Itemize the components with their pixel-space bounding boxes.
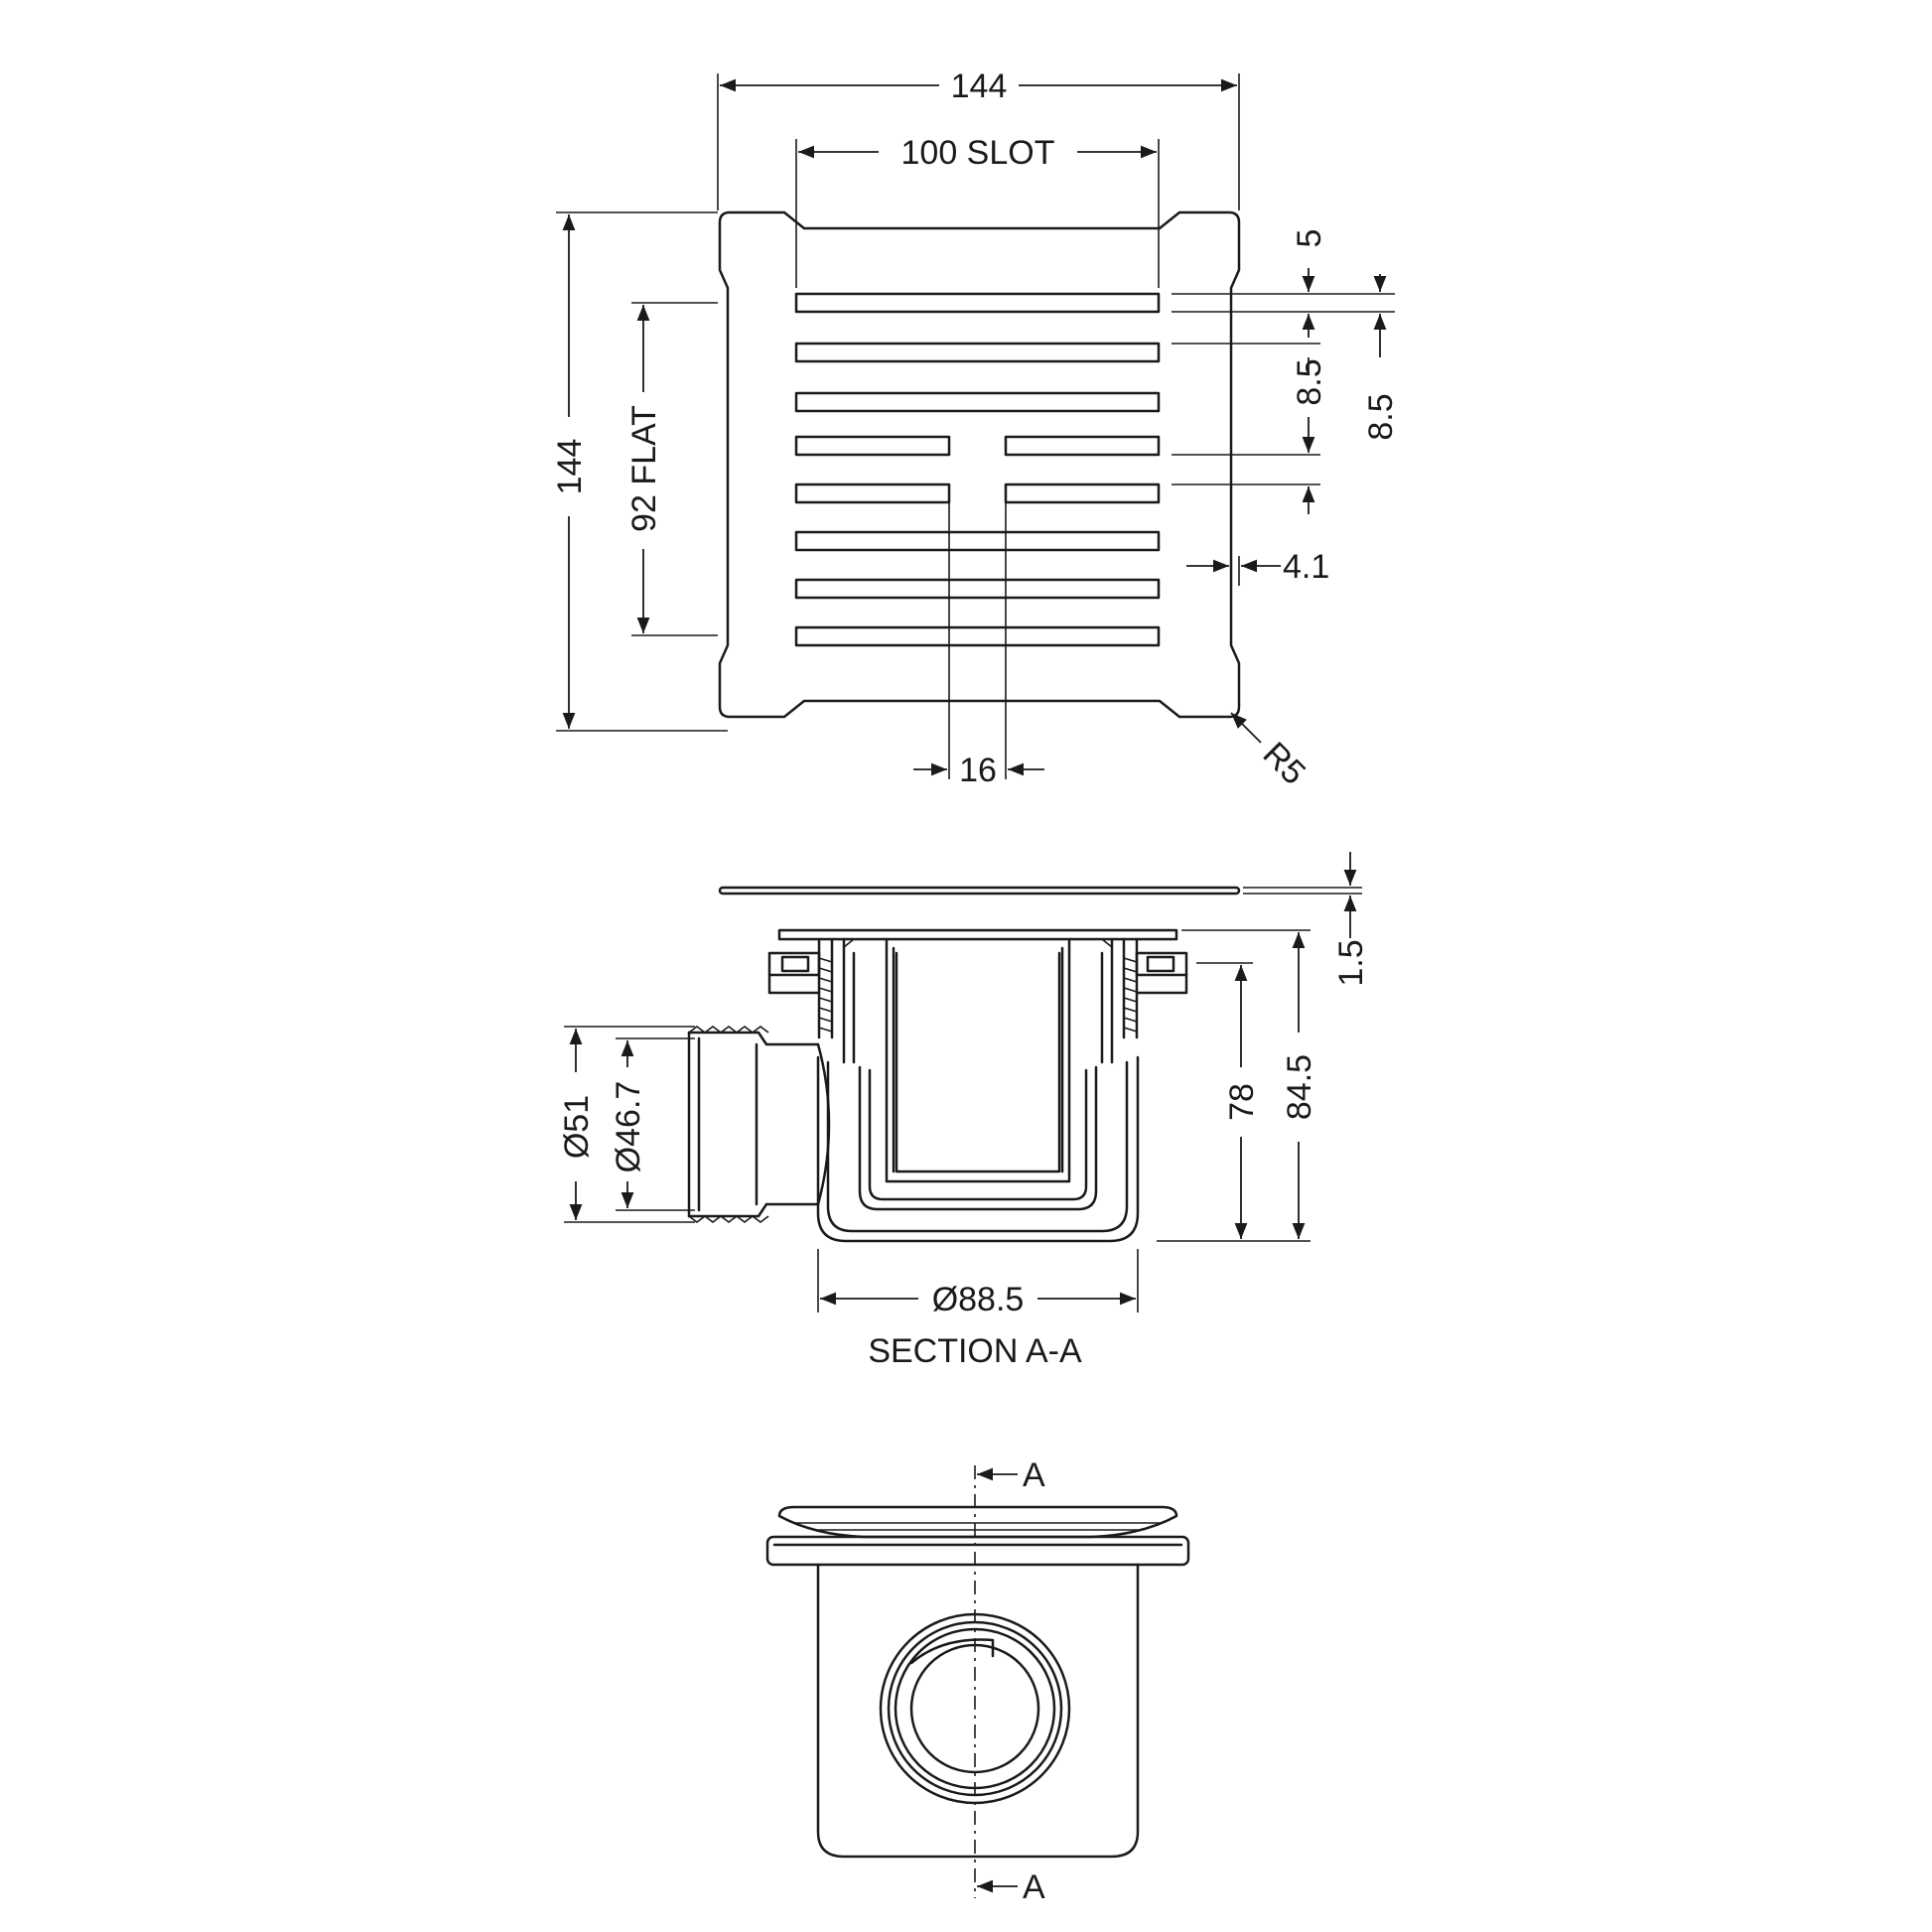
dim-overall-height-section: 84.5 [1181,929,1318,1242]
dim-label: Ø51 [558,1095,596,1159]
plan-view: 144 100 SLOT 144 92 FLAT [551,68,1400,792]
section-marker-top: A [1023,1456,1045,1494]
dim-label: 8.5 [1362,393,1400,440]
collar-right [1100,937,1188,1064]
dim-label: 8.5 [1291,358,1328,405]
section-caption: SECTION A-A [868,1332,1082,1370]
dim-centre-gap: 16 [913,502,1044,789]
body-shell [816,1563,1140,1859]
dim-overall-height: 144 [551,211,728,732]
dim-slot-spacing: 5 8.5 8.5 [1172,229,1400,514]
grate-outline [718,210,1241,719]
dim-label: 92 FLAT [625,405,663,532]
dim-label: 144 [551,439,589,495]
dim-label: 78 [1223,1083,1261,1121]
dim-label: 5 [1291,229,1328,248]
dim-overall-width: 144 [717,68,1240,210]
dim-label: R5 [1256,735,1313,792]
flange [777,928,1178,941]
section-marker-bottom: A [1023,1868,1045,1906]
dim-label: 100 SLOT [901,134,1055,172]
thread-hatching [818,938,1138,1033]
dim-outlet-inner: Ø46.7 [610,1037,695,1211]
outlet-pipe [687,1031,831,1218]
dim-label: 1.5 [1332,939,1370,986]
outlet-thread [688,1026,769,1223]
dim-corner-radius: R5 [1230,712,1313,792]
grate-slots [794,292,1161,647]
grate-plate [718,886,1241,896]
dim-label: 16 [959,752,997,789]
dim-label: Ø46.7 [610,1081,647,1173]
elevation-view: A A [765,1456,1190,1906]
grate-cap [777,1505,1178,1539]
dim-label: Ø88.5 [932,1281,1025,1318]
flange-ring [765,1535,1190,1567]
section-view: 1.5 78 84.5 Ø51 [558,852,1370,1370]
dim-grate-thickness: 1.5 [1243,852,1370,987]
outer-body [816,1055,1140,1243]
dim-label: 4.1 [1283,548,1329,586]
dim-body-height: 78 [1157,962,1261,1242]
dim-label: 144 [951,68,1008,105]
dim-outlet-outer: Ø51 [558,1026,695,1223]
dim-flat-height: 92 FLAT [625,302,718,636]
dim-label: 84.5 [1281,1054,1318,1120]
dim-slot-width: 100 SLOT [795,134,1160,288]
trap-insert [885,937,1071,1183]
dim-edge-offset: 4.1 [1186,548,1329,586]
dim-body-diameter: Ø88.5 [817,1249,1139,1318]
inner-cup [858,1065,1098,1211]
